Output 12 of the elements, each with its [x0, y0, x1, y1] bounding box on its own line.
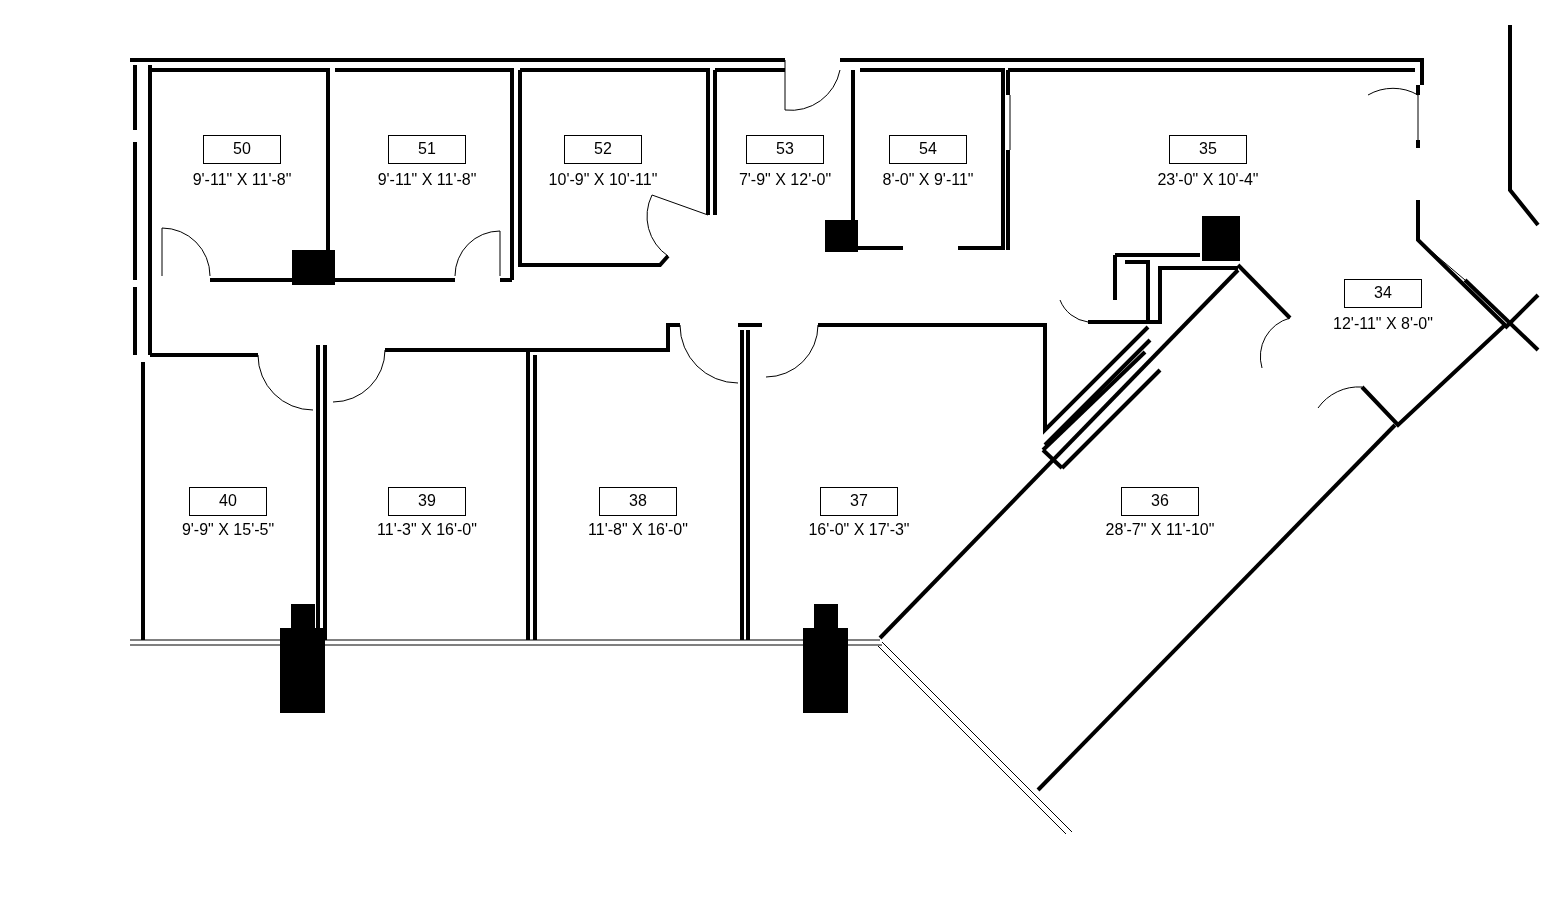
room-number: 53 — [746, 135, 824, 164]
room-number: 39 — [388, 487, 466, 516]
room-number: 35 — [1169, 135, 1247, 164]
room-number: 38 — [599, 487, 677, 516]
room-number: 52 — [564, 135, 642, 164]
room-number: 54 — [889, 135, 967, 164]
room-number: 40 — [189, 487, 267, 516]
room-number: 51 — [388, 135, 466, 164]
room-number: 50 — [203, 135, 281, 164]
room-number: 36 — [1121, 487, 1199, 516]
room-number: 37 — [820, 487, 898, 516]
room-number: 34 — [1344, 279, 1422, 308]
